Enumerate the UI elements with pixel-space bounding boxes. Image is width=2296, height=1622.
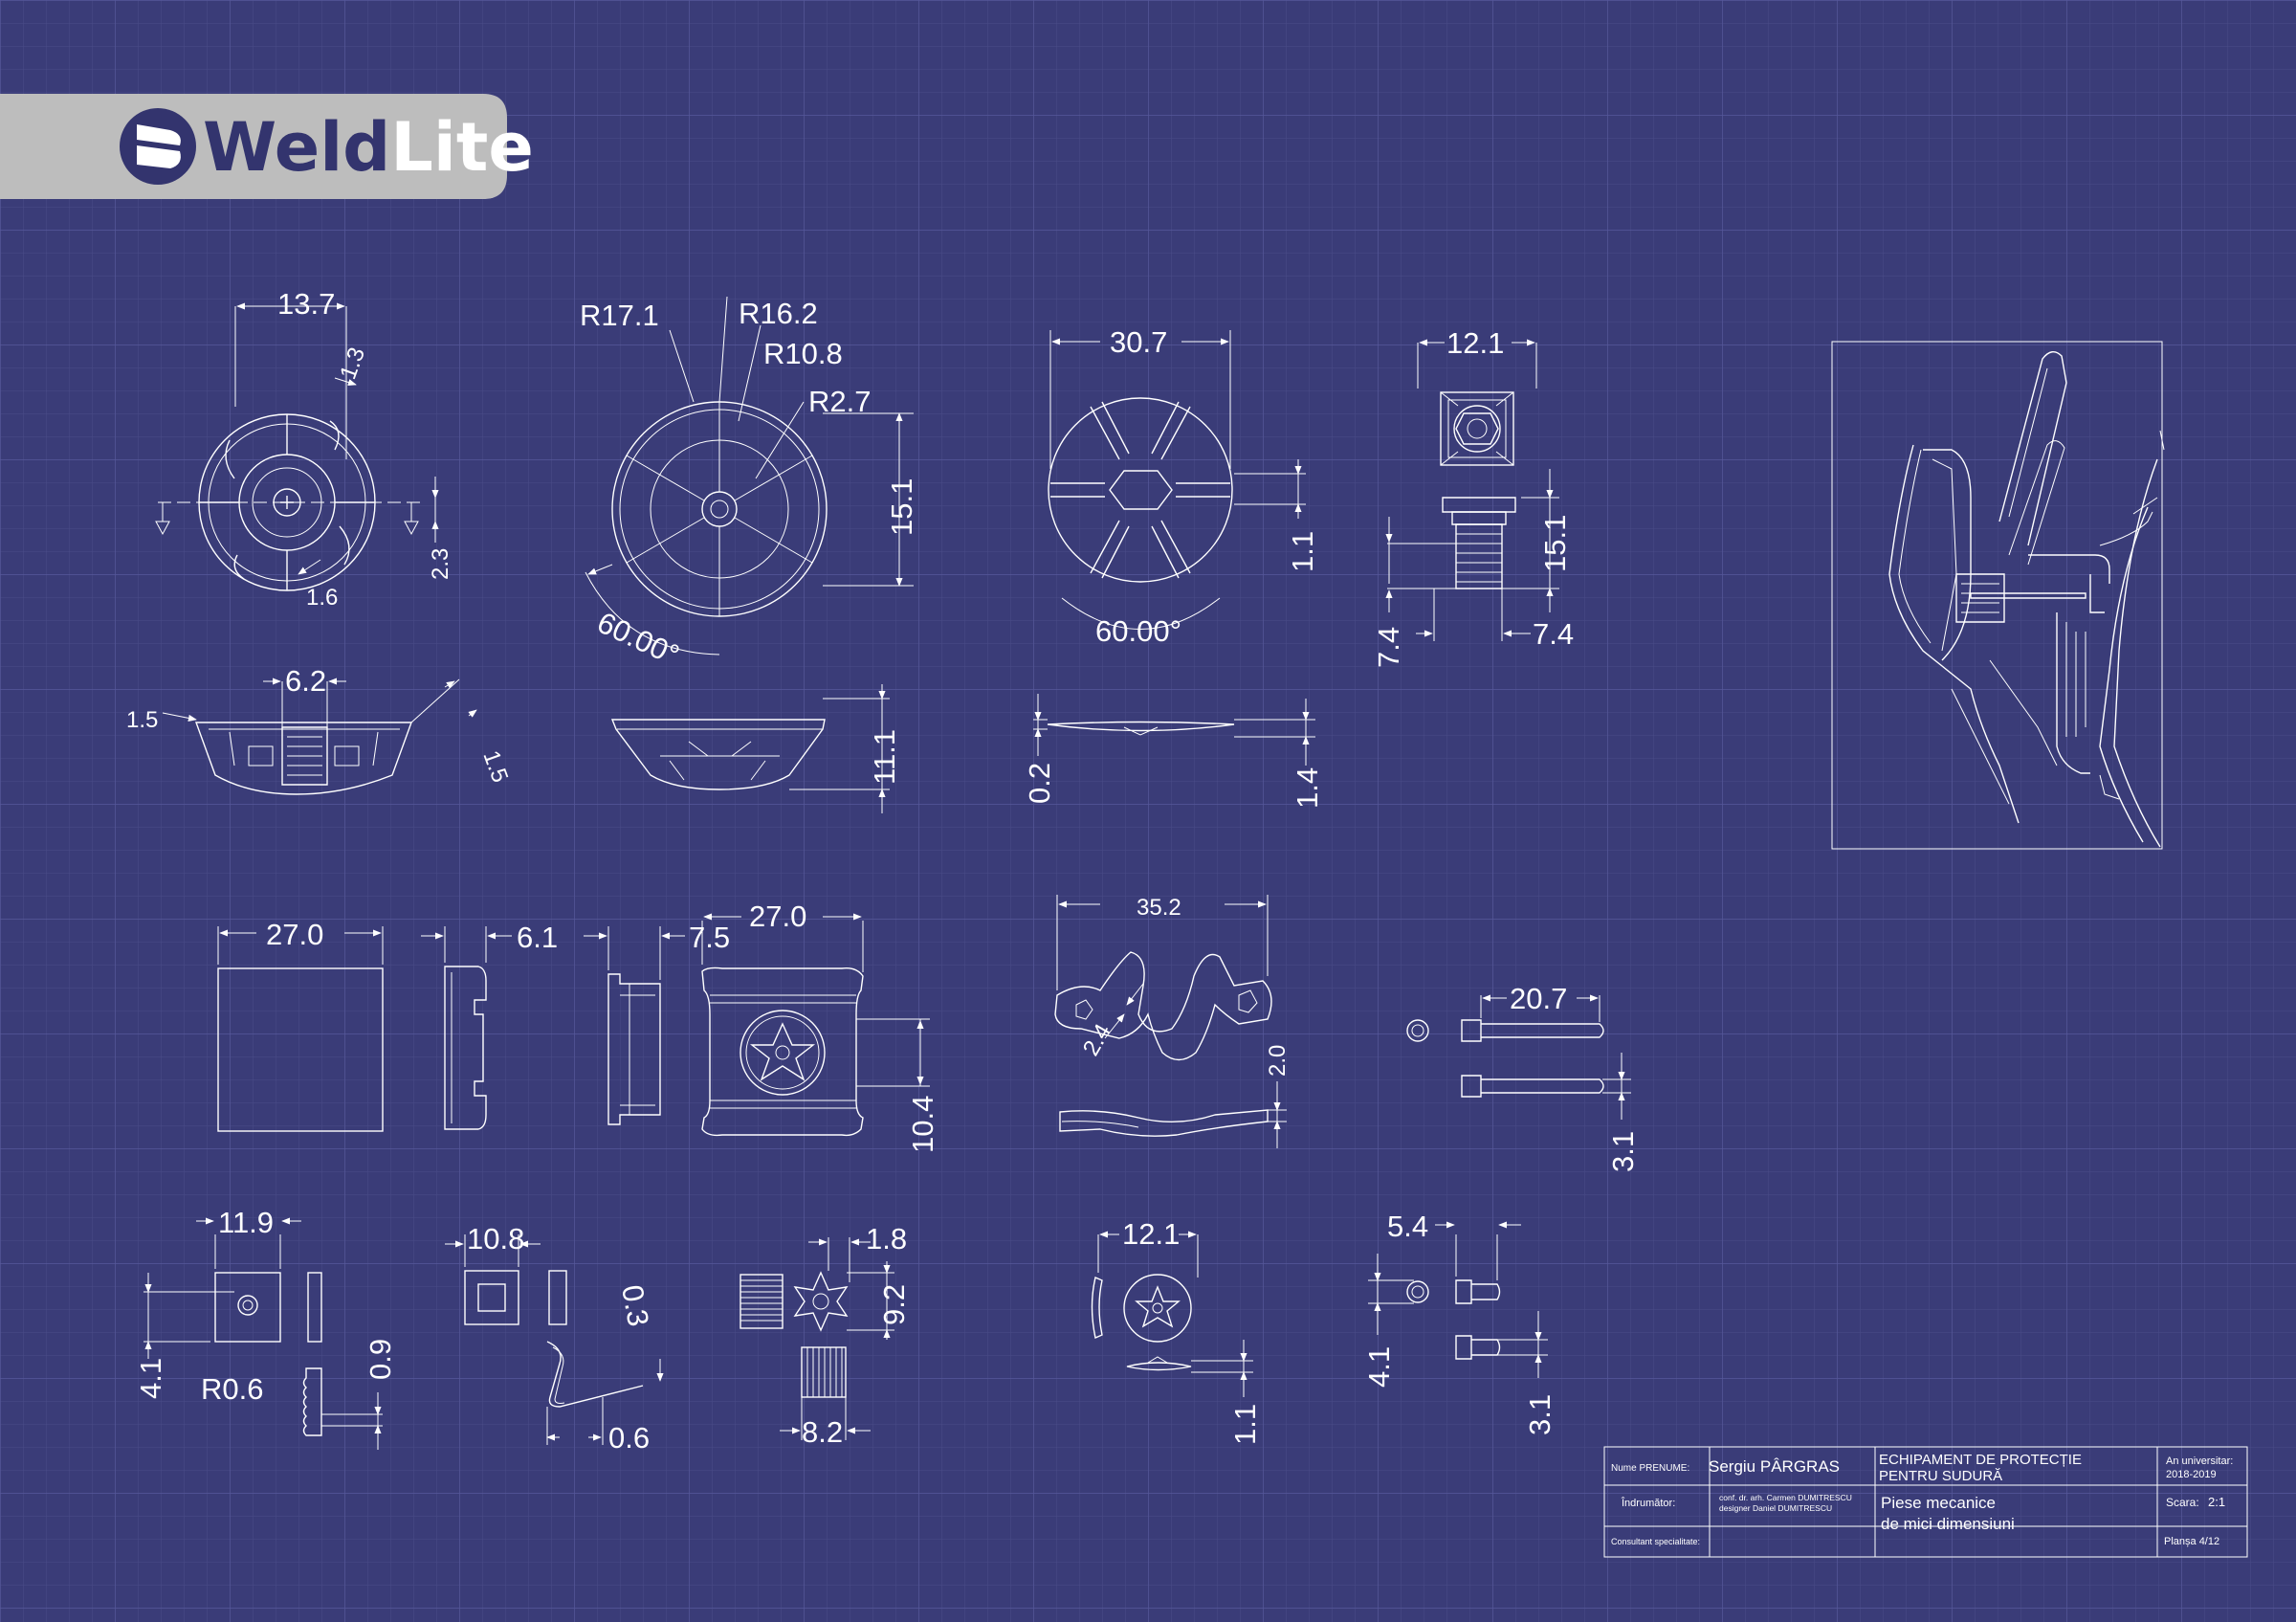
part-knob-section	[162, 678, 477, 795]
dim-7-4-right: 7.4	[1533, 617, 1574, 651]
dim-0-2: 0.2	[1023, 763, 1056, 804]
dim-7-4-left: 7.4	[1372, 627, 1405, 668]
tb-name-value: Sergiu PÂRGRAS	[1709, 1457, 1840, 1476]
dim-27-0-plate: 27.0	[266, 918, 323, 951]
part-square-nut-screw	[1385, 339, 1559, 641]
dim-10-8: 10.8	[467, 1222, 524, 1255]
dim-6-1: 6.1	[517, 921, 558, 954]
dim-2-3: 2.3	[428, 548, 453, 580]
tb-advisor-line2: designer Daniel DUMITRESCU	[1719, 1503, 1832, 1513]
dim-11-9: 11.9	[218, 1206, 274, 1239]
part-mask-section	[1831, 341, 2165, 850]
tb-consultant-label: Consultant specialitate:	[1611, 1537, 1700, 1546]
dim-12-1-star: 12.1	[1122, 1217, 1180, 1251]
dim-20-7: 20.7	[1510, 982, 1567, 1015]
weldlite-logo-mark	[120, 108, 196, 185]
dim-r2-7: R2.7	[808, 385, 871, 418]
dim-3-1-long: 3.1	[1606, 1131, 1640, 1172]
part-disc-side-view	[1033, 694, 1315, 766]
dim-r10-8: R10.8	[763, 337, 843, 370]
dim-30-7: 30.7	[1110, 325, 1167, 359]
dim-1-5-left: 1.5	[126, 707, 158, 733]
dim-2-0: 2.0	[1265, 1045, 1291, 1077]
dim-1-1-disc: 1.1	[1286, 531, 1319, 572]
dim-1-8: 1.8	[866, 1222, 907, 1255]
dim-r17-1: R17.1	[580, 299, 659, 332]
dim-r0-6: R0.6	[201, 1372, 263, 1406]
part-star-disc	[1091, 1231, 1253, 1397]
dim-0-6: 0.6	[608, 1421, 650, 1455]
dim-1-1-star: 1.1	[1228, 1404, 1262, 1445]
tb-year-label: An universitar:	[2166, 1455, 2233, 1467]
dim-6-2: 6.2	[285, 664, 326, 698]
dim-4-1-washer: 4.1	[134, 1358, 167, 1399]
dim-4-1-short: 4.1	[1362, 1346, 1396, 1388]
part-spring-clip	[1054, 895, 1287, 1148]
tb-year-value: 2018-2019	[2166, 1469, 2217, 1480]
dim-9-2: 9.2	[877, 1284, 911, 1325]
tb-scale-value: 2:1	[2208, 1495, 2225, 1509]
title-block: Nume PRENUME: Sergiu PÂRGRAS ECHIPAMENT …	[1603, 1446, 2248, 1558]
dim-15-1-cup: 15.1	[885, 478, 918, 536]
logo-bar	[0, 94, 507, 199]
dim-r16-2: R16.2	[739, 297, 818, 330]
dim-12-1-nut: 12.1	[1446, 326, 1504, 360]
dim-5-4: 5.4	[1387, 1210, 1428, 1243]
part-knob-top-view	[155, 302, 439, 591]
dim-0-3: 0.3	[615, 1282, 655, 1329]
tb-name-label: Nume PRENUME:	[1611, 1463, 1689, 1474]
part-cup-side-view	[610, 684, 890, 813]
tb-advisor-line1: conf. dr. arh. Carmen DUMITRESCU	[1719, 1493, 1852, 1502]
dim-1-4: 1.4	[1291, 767, 1324, 809]
brand-name-part1: Weld	[203, 108, 390, 187]
tb-project-line1: ECHIPAMENT DE PROTECȚIE	[1879, 1452, 2082, 1468]
part-square-washer	[144, 1217, 383, 1450]
dim-10-4: 10.4	[906, 1096, 939, 1153]
part-slotted-disc	[1048, 330, 1306, 630]
dim-35-2: 35.2	[1137, 895, 1181, 921]
part-long-screws	[1406, 994, 1631, 1120]
dim-1-6: 1.6	[306, 585, 338, 611]
tb-project-line2: PENTRU SUDURĂ	[1879, 1468, 2002, 1484]
tb-subject-line1: Piese mecanice	[1881, 1494, 1996, 1512]
part-plates-row	[217, 913, 930, 1137]
dim-15-1-screw: 15.1	[1538, 515, 1572, 572]
part-star-knob	[740, 1237, 894, 1440]
dim-3-1-short: 3.1	[1523, 1394, 1556, 1435]
brand-logo: WeldLite	[0, 94, 534, 199]
dim-60-deg-disc: 60.00°	[1095, 614, 1181, 648]
dim-7-5: 7.5	[689, 921, 730, 954]
dim-11-1: 11.1	[868, 729, 901, 785]
tb-scale-label: Scara:	[2166, 1496, 2199, 1509]
part-cup-top-view	[585, 296, 914, 655]
tb-sheet-label: Planșa 4/12	[2164, 1536, 2219, 1547]
svg-text:WeldLite: WeldLite	[203, 108, 534, 187]
dim-8-2: 8.2	[802, 1415, 843, 1449]
dim-27-0-filter: 27.0	[749, 900, 806, 933]
dim-13-7: 13.7	[277, 287, 335, 321]
tb-advisor-label: Îndrumător:	[1621, 1497, 1675, 1509]
part-square-clip	[445, 1234, 664, 1445]
brand-name-part2: Lite	[390, 108, 534, 187]
part-short-screws	[1368, 1221, 1548, 1378]
dim-0-9: 0.9	[364, 1339, 397, 1380]
tb-subject-line2: de mici dimensiuni	[1881, 1515, 2015, 1533]
